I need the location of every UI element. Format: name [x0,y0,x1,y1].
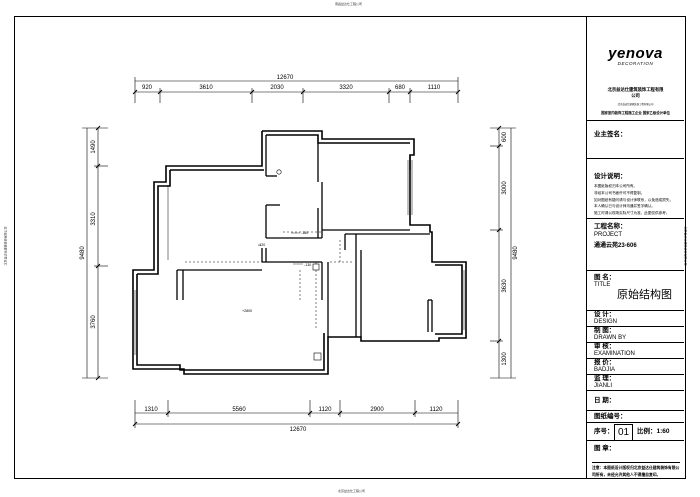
dim-bottom-seg: 1120 [430,407,444,413]
dim-top-seg: 3320 [339,85,353,91]
project-en: PROJECT [594,232,623,238]
badjia-row: 报 价： BADJIA [587,359,684,375]
badjia-en: BADJIA [594,367,616,373]
design-en: DESIGN [594,319,618,325]
dimension-ticks [95,89,502,427]
design-label: 设 计： [594,311,616,318]
project-row: 工程名称： PROJECT 通通云苑23-606 [587,219,684,271]
company-logo-sub: DECORATION [617,61,654,66]
date-row: 日 期： [587,391,684,411]
copyright-notice: 注意：本图纸设计版权归北京益达仕建筑装饰有限公司所有，未经允许其他人不得擅自复印… [592,462,680,478]
dim-top-seg: 2030 [270,85,284,91]
seq-label: 序号： [594,428,614,435]
company-logo: yenova [608,45,663,62]
title-block: yenova DECORATION 北京益达仕建筑装饰工程有限 公司 北京益达仕… [586,17,685,478]
title-en: TITLE [594,282,611,288]
project-label: 工程名称： [594,223,627,230]
owner-sign-label: 业主签名： [594,131,627,138]
dim-top-seg: 1110 [428,85,441,91]
sheet-no-label: 图纸编号： [594,413,627,420]
company-name: 北京益达仕建筑装饰工程有限 [607,87,664,92]
scale-label: 比例：1:60 [637,428,670,435]
windows [134,160,465,355]
drawn-label: 制 图： [594,327,616,334]
dim-top-total: 12670 [277,75,294,81]
dimension-labels: 12670 920 3610 2030 3320 680 1110 1310 5… [80,75,519,433]
dim-right-seg: 3000 [502,181,508,195]
design-row: 设 计： DESIGN [587,311,684,327]
qualification: 国家室内装饰工程施工企业 国家乙级设计单位 [601,111,670,115]
drawn-row: 制 图： DRAWN BY [587,327,684,343]
fixtures [276,169,322,361]
drawing-frame [14,16,686,479]
dim-bottom-seg: 1310 [144,407,158,413]
dim-top-seg: 680 [395,85,406,91]
dim-left-seg: 3310 [91,212,97,226]
top-stamp: 南昌益达仕工程公司 [335,2,363,6]
title-label: 图 名： [594,274,616,281]
design-note: 施工时请以现场实际尺寸为准，此图仅供参考。 [594,211,670,216]
dim-left-seg: 1490 [91,140,97,154]
elev-label: -130 [304,263,311,267]
seq-value: 01 [614,424,633,441]
jianli-en: JIANLI [594,383,613,389]
jianli-row: 监 理： JIANLI [587,375,684,391]
design-notes-title: 设计说明： [594,173,627,180]
jianli-label: 监 理： [594,375,616,382]
walls [132,130,467,375]
dim-left-total: 9480 [80,246,86,260]
elevation-markers [258,232,303,265]
exam-row: 审 核： EXAMINATION [587,343,684,359]
stamp-row: 图 章： [587,441,684,463]
design-note: 非经本公司书面许可不得复制。 [594,190,645,195]
dim-right-total: 9480 [513,246,519,260]
dimension-lines [82,77,516,428]
elev-label: +2800 [242,309,252,313]
elev-label: -180 [301,231,308,235]
dim-right-seg: 3630 [502,279,508,293]
owner-sign-row: 业主签名： [587,121,684,159]
design-note: 本人确认已与设计师沟通并签字确认。 [594,204,656,209]
company-small: 北京益达仕建筑装饰工程有限公司 [617,103,654,106]
elevation-labels: -180 -120 -130 +2800 [242,231,311,313]
beam-lines [185,231,352,330]
floor-plan: 12670 920 3610 2030 3320 680 1110 1310 5… [80,75,519,433]
dim-bottom-seg: 1120 [319,407,333,413]
drawing-title: 原始结构图 [617,289,672,301]
design-notes: 本图纸版权归本公司所有。 非经本公司书面许可不得复制。 如对图纸有疑问请与设计师… [594,183,680,217]
dim-top-seg: 920 [142,85,153,91]
exam-en: EXAMINATION [594,351,635,357]
dim-bottom-total: 12670 [290,427,307,433]
project-value: 通通云苑23-606 [594,243,637,249]
dim-bottom-seg: 5560 [232,407,246,413]
dim-left-seg: 3760 [91,315,97,329]
drawn-en: DRAWN BY [594,335,627,341]
company-name-2: 公司 [631,93,640,98]
dim-right-seg: 600 [502,131,508,142]
design-note: 本图纸版权归本公司所有。 [594,184,638,188]
dim-right-seg: 1300 [502,352,508,366]
interior-walls [176,135,433,337]
elev-label: -120 [258,243,265,247]
date-label: 日 期： [594,397,616,404]
title-row: 图 名： TITLE 原始结构图 [587,271,684,311]
design-note: 如对图纸有疑问请与设计师联系，以免造成损失。 [594,197,674,202]
dim-top-seg: 3610 [199,85,213,91]
dim-bottom-seg: 2900 [370,407,384,413]
seq-row: 序号： 01 比例：1:60 [587,423,684,441]
design-notes-row: 设计说明： 本图纸版权归本公司所有。 非经本公司书面许可不得复制。 如对图纸有疑… [587,159,684,219]
bottom-stamp: 北京益达仕工程公司 [338,489,366,493]
logo-row [587,17,684,121]
badjia-label: 报 价： [594,359,616,366]
sheet-no-row: 图纸编号： [587,411,684,423]
stamp-label: 图 章： [594,445,616,452]
exam-label: 审 核： [594,343,616,350]
